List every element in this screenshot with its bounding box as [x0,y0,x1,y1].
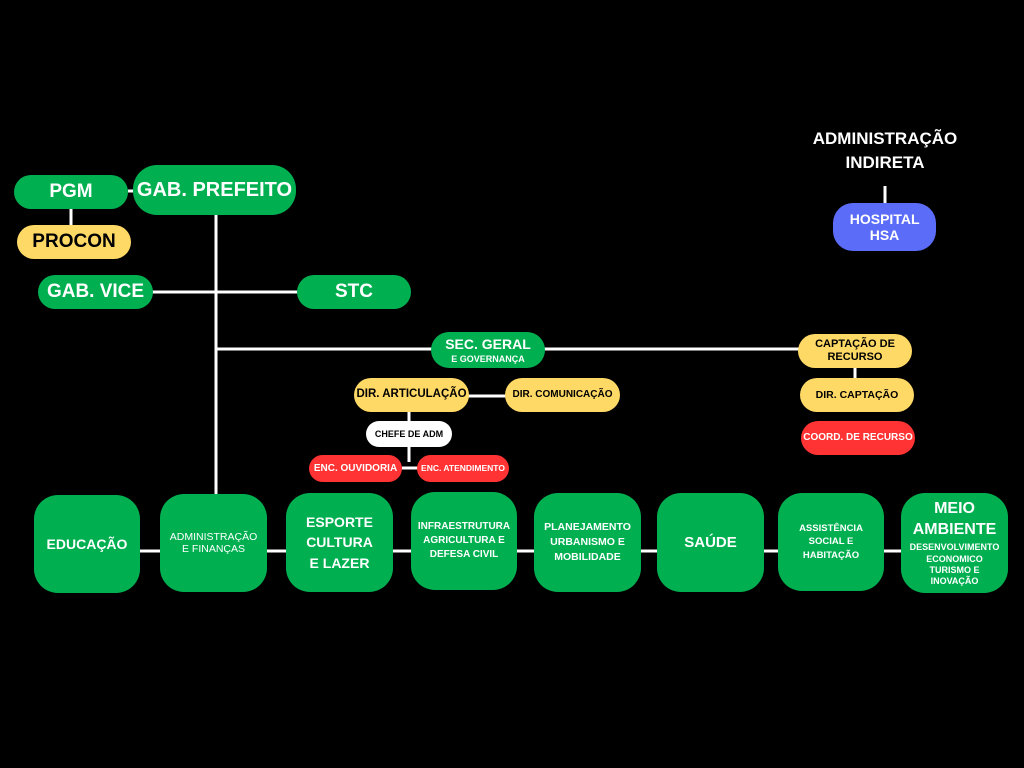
secretaria-meio-ambiente[interactable]: MEIO AMBIENTE DESENVOLVIMENTO ECONOMICO … [901,493,1008,593]
administracao-indireta-heading: ADMINISTRAÇÃO INDIRETA [800,127,970,175]
secretaria-assistencia[interactable]: ASSISTÊNCIA SOCIAL E HABITAÇÃO [778,493,884,591]
heading-line1: ADMINISTRAÇÃO [812,129,958,148]
node-pgm[interactable]: PGM [14,175,128,209]
node-dir-comunicacao[interactable]: DIR. COMUNICAÇÃO [505,378,620,412]
secretaria-administracao[interactable]: ADMINISTRAÇÃO E FINANÇAS [160,494,267,592]
node-coord-recurso[interactable]: COORD. DE RECURSO [801,421,915,455]
meio-ambiente-subtitle: DESENVOLVIMENTO ECONOMICO TURISMO E INOV… [909,542,1000,587]
node-captacao-recurso[interactable]: CAPTAÇÃO DE RECURSO [798,334,912,368]
node-gab-vice[interactable]: GAB. VICE [38,275,153,309]
node-hospital-hsa[interactable]: HOSPITAL HSA [833,203,936,251]
node-procon[interactable]: PROCON [17,225,131,259]
node-sec-geral[interactable]: SEC. GERAL E GOVERNANÇA [431,332,545,368]
secretaria-esporte[interactable]: ESPORTE CULTURA E LAZER [286,493,393,592]
secretaria-educacao[interactable]: EDUCAÇÃO [34,495,140,593]
node-stc[interactable]: STC [297,275,411,309]
heading-line2: INDIRETA [845,152,925,172]
node-chefe-adm[interactable]: CHEFE DE ADM [366,421,452,447]
node-enc-ouvidoria[interactable]: ENC. OUVIDORIA [309,455,402,482]
node-dir-articulacao[interactable]: DIR. ARTICULAÇÃO [354,378,469,412]
secretaria-infraestrutura[interactable]: INFRAESTRUTURA AGRICULTURA E DEFESA CIVI… [411,492,517,590]
secretaria-planejamento[interactable]: PLANEJAMENTO URBANISMO E MOBILIDADE [534,493,641,592]
sec-geral-title: SEC. GERAL [445,335,531,352]
node-dir-captacao[interactable]: DIR. CAPTAÇÃO [800,378,914,412]
node-gab-prefeito[interactable]: GAB. PREFEITO [133,165,296,215]
sec-geral-subtitle: E GOVERNANÇA [451,353,525,364]
meio-ambiente-title: MEIO AMBIENTE [912,499,997,538]
node-enc-atendimento[interactable]: ENC. ATENDIMENTO [417,455,509,482]
secretaria-saude[interactable]: SAÚDE [657,493,764,592]
